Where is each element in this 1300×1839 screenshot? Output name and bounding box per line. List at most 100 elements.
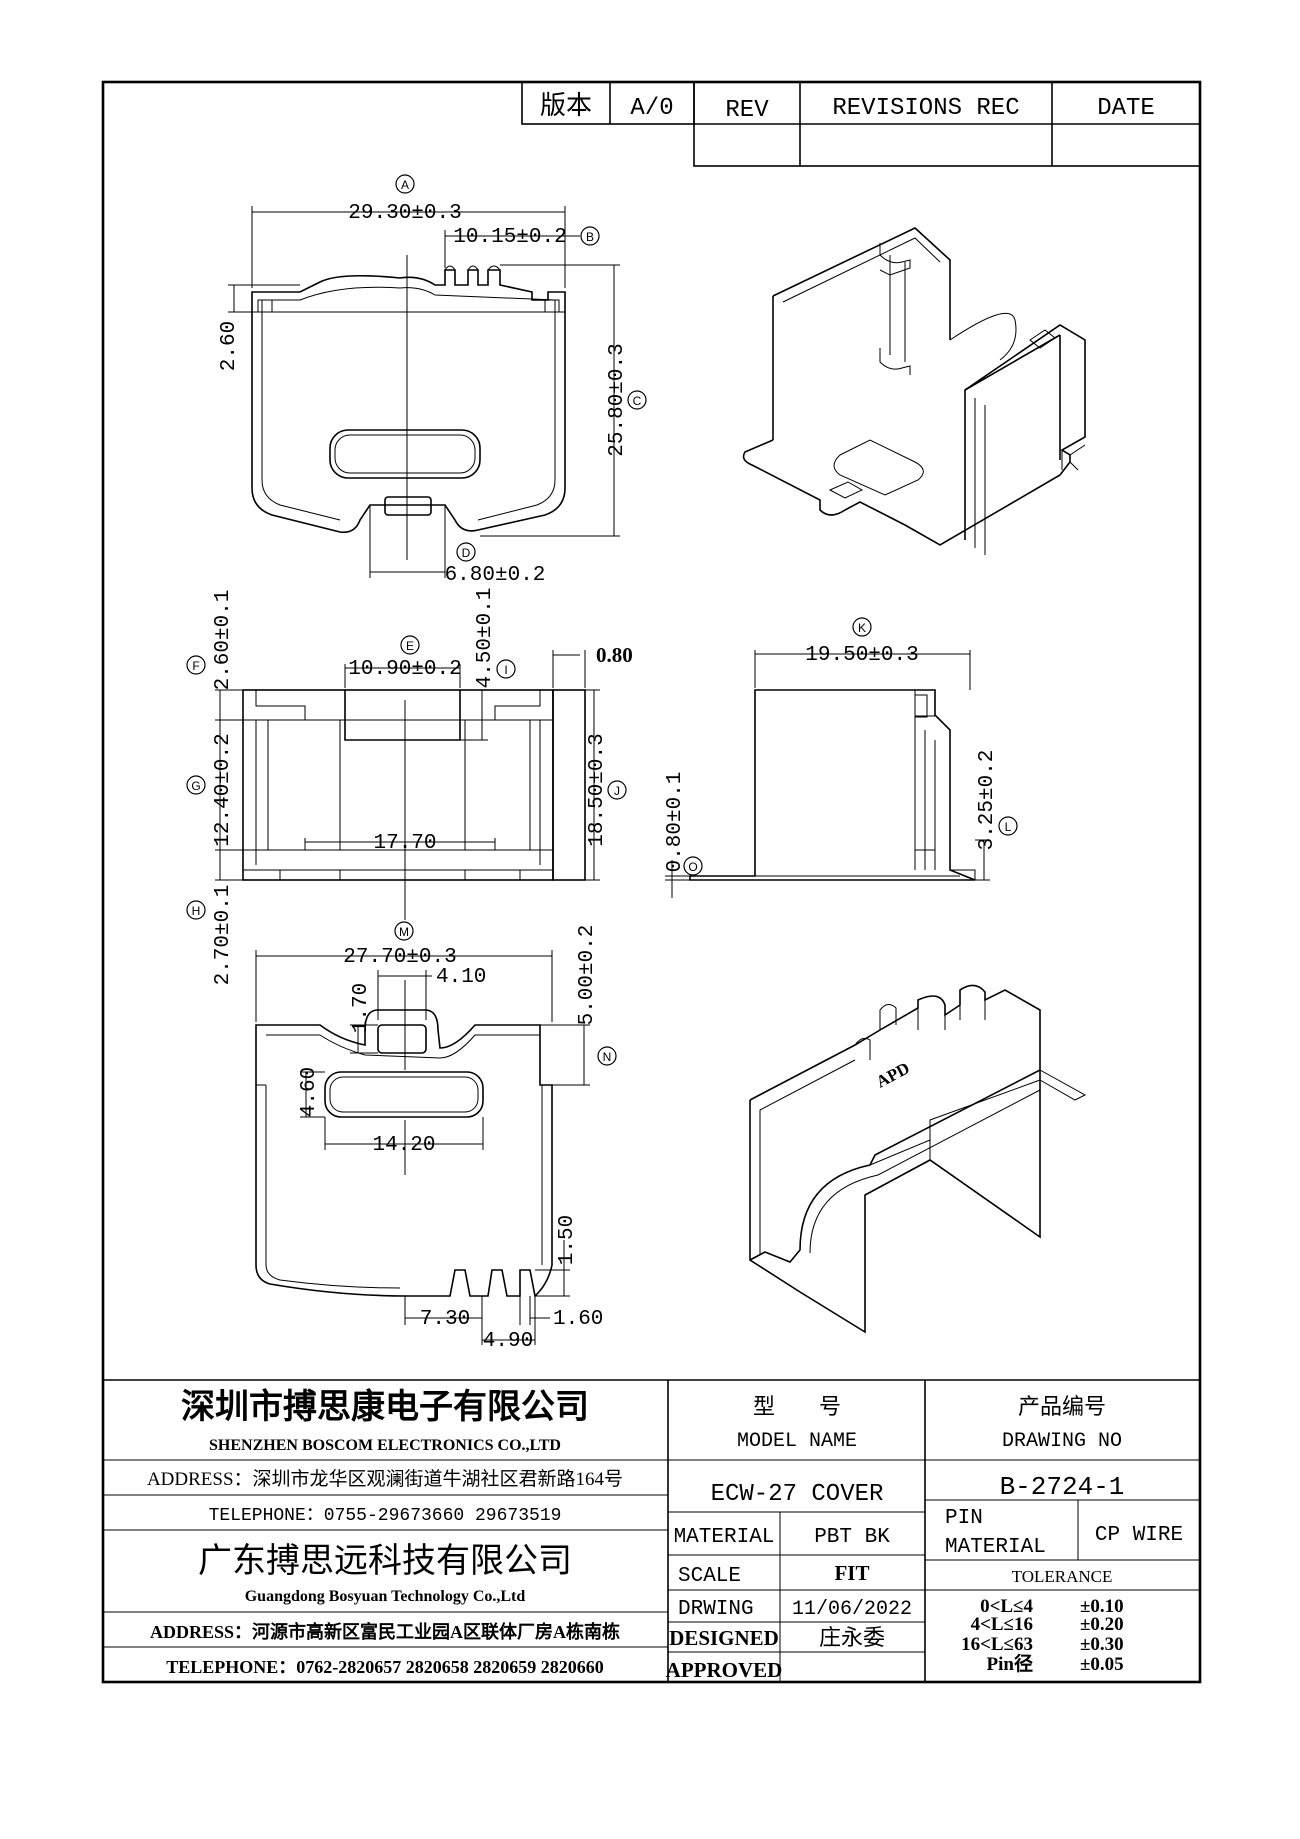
dim-1-50: 1.50 (556, 1215, 579, 1265)
tolerance-range-2: 4<L≤16 (971, 1614, 1033, 1635)
label-n: N (603, 1050, 612, 1064)
dim-m: 27.70±0.3 (343, 946, 456, 969)
version-value: A/0 (630, 95, 673, 122)
label-o-circle (683, 856, 703, 876)
dim-4-10: 4.10 (436, 966, 486, 989)
label-n-circle (597, 1046, 617, 1066)
tolerance-value-3: ±0.30 (1080, 1634, 1124, 1655)
dim-1-60: 1.60 (553, 1308, 603, 1331)
label-a-circle (395, 174, 415, 194)
title-block: 深圳市搏思康电子有限公司 SHENZHEN BOSCOM ELECTRONICS… (103, 1379, 1200, 1682)
label-k-circle (852, 617, 872, 637)
dim-1-70: 1.70 (350, 983, 373, 1033)
material-label: MATERIAL (674, 1526, 775, 1549)
label-g-circle (186, 775, 206, 795)
dim-14-20: 14.20 (372, 1134, 435, 1157)
label-k: K (858, 621, 866, 635)
dim-17-70: 17.70 (373, 832, 436, 855)
company2-en: Guangdong Bosyuan Technology Co.,Ltd (245, 1588, 526, 1605)
label-d: D (462, 546, 471, 560)
dim-h: 2.70±0.1 (212, 885, 235, 986)
dim-4-90: 4.90 (483, 1330, 533, 1353)
pin-material-value: CP WIRE (1095, 1524, 1183, 1547)
dim-k: 19.50±0.3 (805, 644, 918, 667)
label-i: I (504, 663, 507, 677)
tolerance-value-1: ±0.10 (1080, 1596, 1124, 1617)
drawing-value: B-2724-1 (1000, 1472, 1125, 1502)
dim-7-30: 7.30 (420, 1308, 470, 1331)
side-view: 19.50±0.3 K 0.80±0.1 O 3.25±0.2 L (664, 617, 1018, 898)
dim-l: 3.25±0.2 (976, 750, 999, 851)
designed-label: DESIGNED (669, 1626, 779, 1650)
label-l-circle (998, 816, 1018, 836)
label-e: E (406, 639, 414, 653)
front-view: 10.90±0.2 E 2.60±0.1 F 4.50±0.1 I 0.80 1… (186, 588, 633, 986)
dim-f: 2.60±0.1 (212, 590, 235, 691)
dim-g: 12.40±0.2 (212, 733, 235, 846)
label-l: L (1005, 820, 1012, 834)
tolerance-value-2: ±0.20 (1080, 1614, 1124, 1635)
label-o: O (688, 860, 697, 874)
dim-2-60: 2.60 (218, 321, 241, 371)
tolerance-range-3: 16<L≤63 (961, 1634, 1033, 1655)
drawing-cn: 产品编号 (1018, 1394, 1106, 1419)
model-en: MODEL NAME (737, 1430, 857, 1453)
bottom-view: 27.70±0.3 M 4.10 1.70 5.00±0.2 N 4.60 14… (255, 921, 617, 1353)
model-value: ECW-27 COVER (711, 1481, 884, 1508)
label-j: J (614, 784, 620, 798)
version-label: 版本 (540, 91, 592, 120)
dim-i: 4.50±0.1 (474, 588, 497, 689)
label-m-circle (394, 921, 414, 941)
company2-cn: 广东搏思远科技有限公司 (198, 1542, 572, 1580)
dim-0-80: 0.80 (596, 643, 633, 667)
dim-c: 25.80±0.3 (606, 343, 629, 456)
approved-label: APPROVED (666, 1658, 783, 1682)
drawing-en: DRAWING NO (1002, 1430, 1122, 1453)
label-i-circle (496, 659, 516, 679)
dim-d: 6.80±0.2 (445, 564, 546, 587)
label-d-circle (456, 542, 476, 562)
telephone1: TELEPHONE：0755-29673660 29673519 (209, 1506, 562, 1526)
dim-b: 10.15±0.2 (453, 226, 566, 249)
tolerance-range-1: 0<L≤4 (980, 1596, 1033, 1617)
scale-label: SCALE (678, 1565, 741, 1588)
label-g: G (191, 779, 200, 793)
dim-e: 10.90±0.2 (348, 658, 461, 681)
drawing-date-value: 11/06/2022 (792, 1598, 912, 1621)
tolerance-value-4: ±0.05 (1080, 1654, 1124, 1675)
company1-cn: 深圳市搏思康电子有限公司 (181, 1387, 589, 1426)
drawing-date-label: DRWING (678, 1598, 754, 1621)
address1: ADDRESS：深圳市龙华区观澜街道牛湖社区君新路164号 (147, 1468, 623, 1490)
pin-material-label-1: PIN (945, 1507, 983, 1530)
pin-material-label-2: MATERIAL (945, 1536, 1046, 1559)
label-f-circle (186, 655, 206, 675)
top-view: 29.30±0.3 A 10.15±0.2 B 25.80±0.3 C 2.60… (218, 174, 647, 587)
tolerance-range-4: Pin径 (987, 1653, 1033, 1675)
revisions-header: REVISIONS REC (832, 95, 1019, 122)
date-header: DATE (1097, 95, 1155, 122)
dim-o: 0.80±0.1 (664, 772, 687, 873)
label-a: A (401, 178, 409, 192)
iso-marking-apd: APD (873, 1058, 913, 1091)
label-e-circle (400, 635, 420, 655)
rev-header: REV (725, 97, 769, 124)
dim-n: 5.00±0.2 (576, 925, 599, 1026)
label-m: M (399, 925, 409, 939)
label-b: B (586, 230, 594, 244)
isometric-view-bottom: APD (749, 984, 1087, 1334)
label-h: H (192, 904, 201, 918)
model-cn: 型 号 (753, 1394, 841, 1419)
label-f: F (192, 659, 199, 673)
label-c: C (633, 394, 642, 408)
telephone2: TELEPHONE：0762-2820657 2820658 2820659 2… (166, 1657, 604, 1677)
dim-j: 18.50±0.3 (586, 733, 609, 846)
dim-a: 29.30±0.3 (348, 202, 461, 225)
tolerance-label: TOLERANCE (1012, 1567, 1113, 1586)
revision-block: 版本 A/0 REV REVISIONS REC DATE (521, 81, 1201, 167)
company1-en: SHENZHEN BOSCOM ELECTRONICS CO.,LTD (209, 1437, 561, 1454)
label-c-circle (627, 390, 647, 410)
material-value: PBT BK (814, 1526, 890, 1549)
scale-value: FIT (834, 1561, 869, 1585)
label-j-circle (607, 780, 627, 800)
